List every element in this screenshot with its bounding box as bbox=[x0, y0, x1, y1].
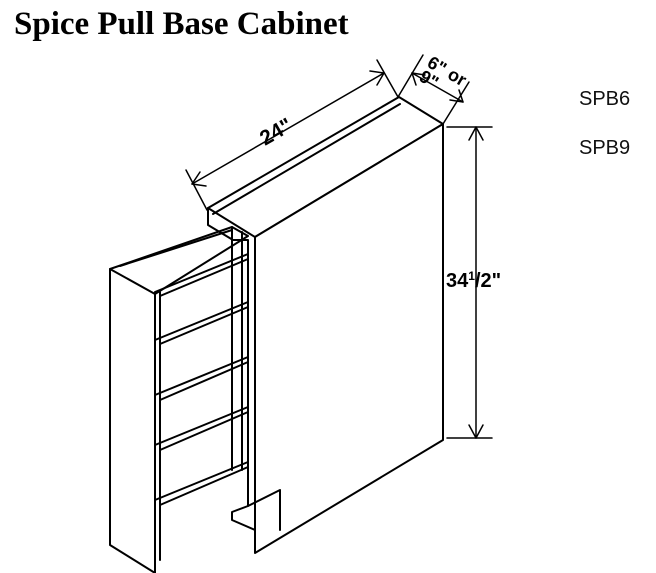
cabinet-side-edge bbox=[207, 207, 256, 531]
height-label-whole: 34 bbox=[446, 270, 469, 292]
rack-shelf bbox=[159, 361, 249, 401]
cabinet-body bbox=[207, 96, 444, 554]
rack-shelf bbox=[159, 411, 249, 451]
width-ext-left bbox=[397, 54, 424, 98]
model-code-spb9: SPB9 bbox=[579, 137, 631, 159]
width-arrow-left bbox=[411, 72, 426, 86]
rack-top-rail-inner bbox=[119, 229, 233, 267]
dimension-lines bbox=[185, 54, 493, 439]
depth-arrow-right bbox=[369, 70, 385, 86]
width-arrow-right bbox=[449, 89, 464, 103]
depth-label: 24" bbox=[256, 114, 296, 151]
height-label-numerator: 1 bbox=[468, 269, 475, 283]
rack-top-rail bbox=[109, 226, 249, 295]
depth-dim-line bbox=[191, 72, 385, 185]
cabinet-top-edge bbox=[212, 103, 401, 215]
height-arrow-bottom bbox=[468, 424, 484, 439]
pullout-rack bbox=[109, 226, 249, 573]
rack-shelf bbox=[154, 301, 249, 341]
rack-shelves bbox=[154, 253, 249, 506]
depth-ext-left bbox=[185, 169, 208, 211]
width-ext-right bbox=[442, 81, 470, 125]
rack-shelf bbox=[154, 406, 249, 446]
rack-shelf bbox=[159, 306, 249, 345]
rack-shelf bbox=[154, 356, 249, 396]
depth-ext-right bbox=[376, 59, 399, 98]
width-dim-line bbox=[411, 72, 464, 103]
rack-side-panel bbox=[109, 268, 156, 573]
rack-shelf bbox=[154, 461, 249, 501]
height-label-denominator: /2" bbox=[475, 270, 501, 292]
height-label: 341/2" bbox=[446, 269, 501, 292]
rack-shelf bbox=[154, 253, 249, 293]
depth-arrow-left bbox=[191, 171, 207, 187]
height-arrow-top bbox=[468, 126, 484, 141]
cabinet-front-face bbox=[254, 123, 444, 554]
page-title: Spice Pull Base Cabinet bbox=[14, 6, 349, 42]
toe-kick bbox=[247, 489, 281, 531]
rack-shelf bbox=[159, 466, 249, 506]
model-code-spb6: SPB6 bbox=[579, 88, 631, 110]
rack-shelf bbox=[159, 258, 249, 297]
